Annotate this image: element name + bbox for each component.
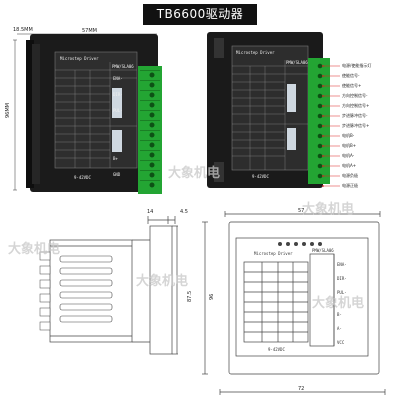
dim-height-top: 96MM [5, 103, 11, 118]
terminal-label: B+ [113, 156, 118, 161]
pin-label: 电机B- [342, 133, 355, 138]
terminal-label: DIR- [337, 276, 347, 281]
terminal-label: A- [337, 326, 342, 331]
driver-voltage-right: 9-42VDC [252, 174, 269, 179]
terminal-label: ENA- [113, 76, 123, 81]
dim-front-96: 96 [209, 293, 215, 300]
pin-label: 电源/使能指示灯 [342, 63, 372, 68]
driver-photo-right [207, 32, 340, 188]
terminal-label: PUL- [337, 290, 347, 295]
terminal-label: GND [113, 172, 121, 177]
drawing-label: Microstep Driver [254, 251, 293, 256]
terminal-label: PUL- [113, 108, 123, 113]
terminal-label: DIR- [113, 92, 123, 97]
pin-label: 步进脉冲信号+ [342, 123, 370, 128]
driver-label-right: Microstep Driver [236, 50, 275, 55]
watermark: 大象机电 [312, 296, 365, 311]
front-outline-drawing [202, 211, 386, 395]
pin-label: 方向控制信号+ [342, 103, 370, 108]
pin-label: 电机A+ [342, 163, 357, 168]
dim-depth-top: 18.5MM [13, 27, 33, 33]
dim-side-14: 14 [147, 209, 154, 215]
pin-label: 电机A- [342, 153, 355, 158]
dim-side-4-5: 4.5 [180, 209, 188, 215]
title-banner: TB6600驱动器 [143, 4, 257, 25]
pin-label: 方向控制信号- [342, 93, 368, 98]
pin-label: 步进脉冲信号- [342, 113, 368, 118]
terminal-label: VCC [337, 340, 345, 345]
driver-model-left: PMW/SLA06 [112, 64, 134, 69]
dim-front-72: 72 [298, 386, 305, 392]
pin-label: 电机B+ [342, 143, 357, 148]
pin-label: 电源负极 [342, 173, 358, 178]
watermark: 大象机电 [168, 166, 221, 181]
dim-width-top: 57MM [82, 28, 97, 34]
driver-voltage-left: 9-42VDC [74, 175, 91, 180]
driver-photo-left [26, 34, 162, 194]
drawing-model: PMW/SLA06 [312, 248, 334, 253]
drawing-voltage: 9-42VDC [268, 347, 285, 352]
watermark: 大象机电 [8, 242, 61, 257]
watermark: 大象机电 [302, 202, 355, 217]
terminal-label: B- [337, 312, 342, 317]
terminal-label: ENA- [337, 262, 347, 267]
watermark: 大象机电 [136, 274, 189, 289]
driver-label-left: Microstep Driver [60, 56, 99, 61]
dim-front-57: 57 [298, 208, 305, 214]
pin-label: 使能信号+ [342, 83, 362, 88]
pin-label: 电源正极 [342, 183, 358, 188]
side-profile-drawing [49, 216, 178, 355]
driver-model-right: PMW/SLA06 [286, 60, 308, 65]
pin-label: 使能信号- [342, 73, 360, 78]
dim-side-height: 87.5 [187, 290, 193, 302]
